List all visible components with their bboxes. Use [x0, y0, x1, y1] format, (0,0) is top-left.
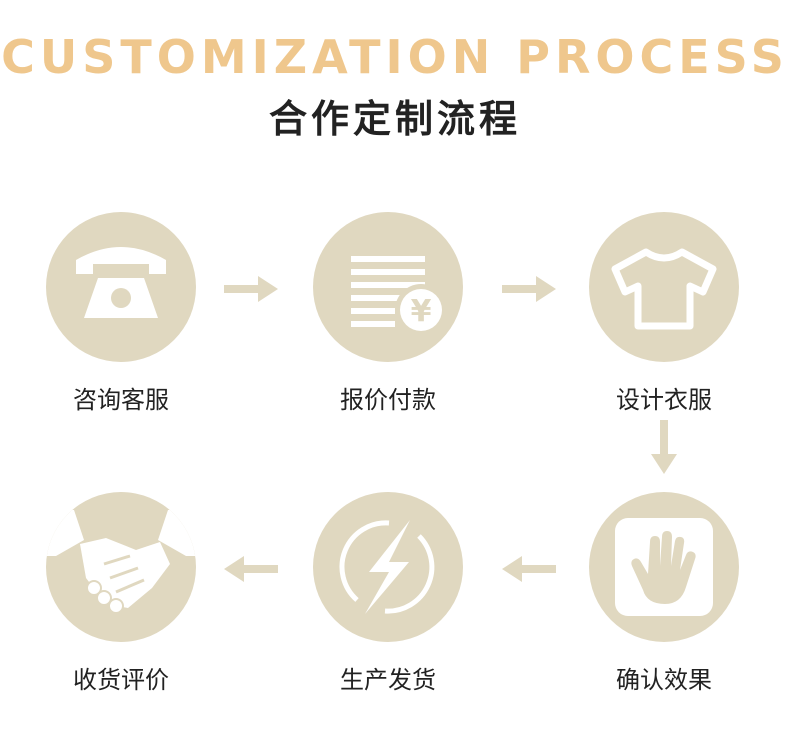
step-confirm: 确认效果 [589, 492, 739, 694]
step-production-shipping: 生产发货 [313, 492, 463, 694]
step-label: 确认效果 [616, 666, 712, 694]
step-circle: ¥ [313, 212, 463, 362]
handshake-icon [46, 510, 196, 614]
title-english: CUSTOMIZATION PROCESS [1, 30, 789, 84]
title-chinese: 合作定制流程 [268, 97, 521, 141]
lightning-icon [339, 520, 435, 614]
step-label: 收货评价 [73, 666, 169, 694]
arrow-left-icon [224, 554, 278, 584]
step-circle [46, 492, 196, 642]
telephone-icon [76, 247, 166, 318]
quote-payment-icon: ¥ [351, 256, 447, 336]
yen-symbol: ¥ [411, 294, 432, 329]
arrow-down-icon [649, 420, 679, 474]
step-circle [589, 492, 739, 642]
step-label: 设计衣服 [616, 386, 712, 414]
step-quote-payment: ¥ 报价付款 [313, 212, 463, 414]
arrow-left-icon [502, 554, 556, 584]
step-circle [589, 212, 739, 362]
tshirt-icon [611, 248, 717, 330]
step-label: 报价付款 [340, 386, 436, 414]
hand-icon [615, 518, 713, 616]
step-label: 生产发货 [340, 666, 436, 694]
step-circle [313, 492, 463, 642]
arrow-right-icon [224, 274, 278, 304]
arrow-right-icon [502, 274, 556, 304]
step-consult: 咨询客服 [46, 212, 196, 414]
step-label: 咨询客服 [73, 386, 169, 414]
step-design: 设计衣服 [589, 212, 739, 414]
step-receive-review: 收货评价 [46, 492, 196, 694]
step-circle [46, 212, 196, 362]
